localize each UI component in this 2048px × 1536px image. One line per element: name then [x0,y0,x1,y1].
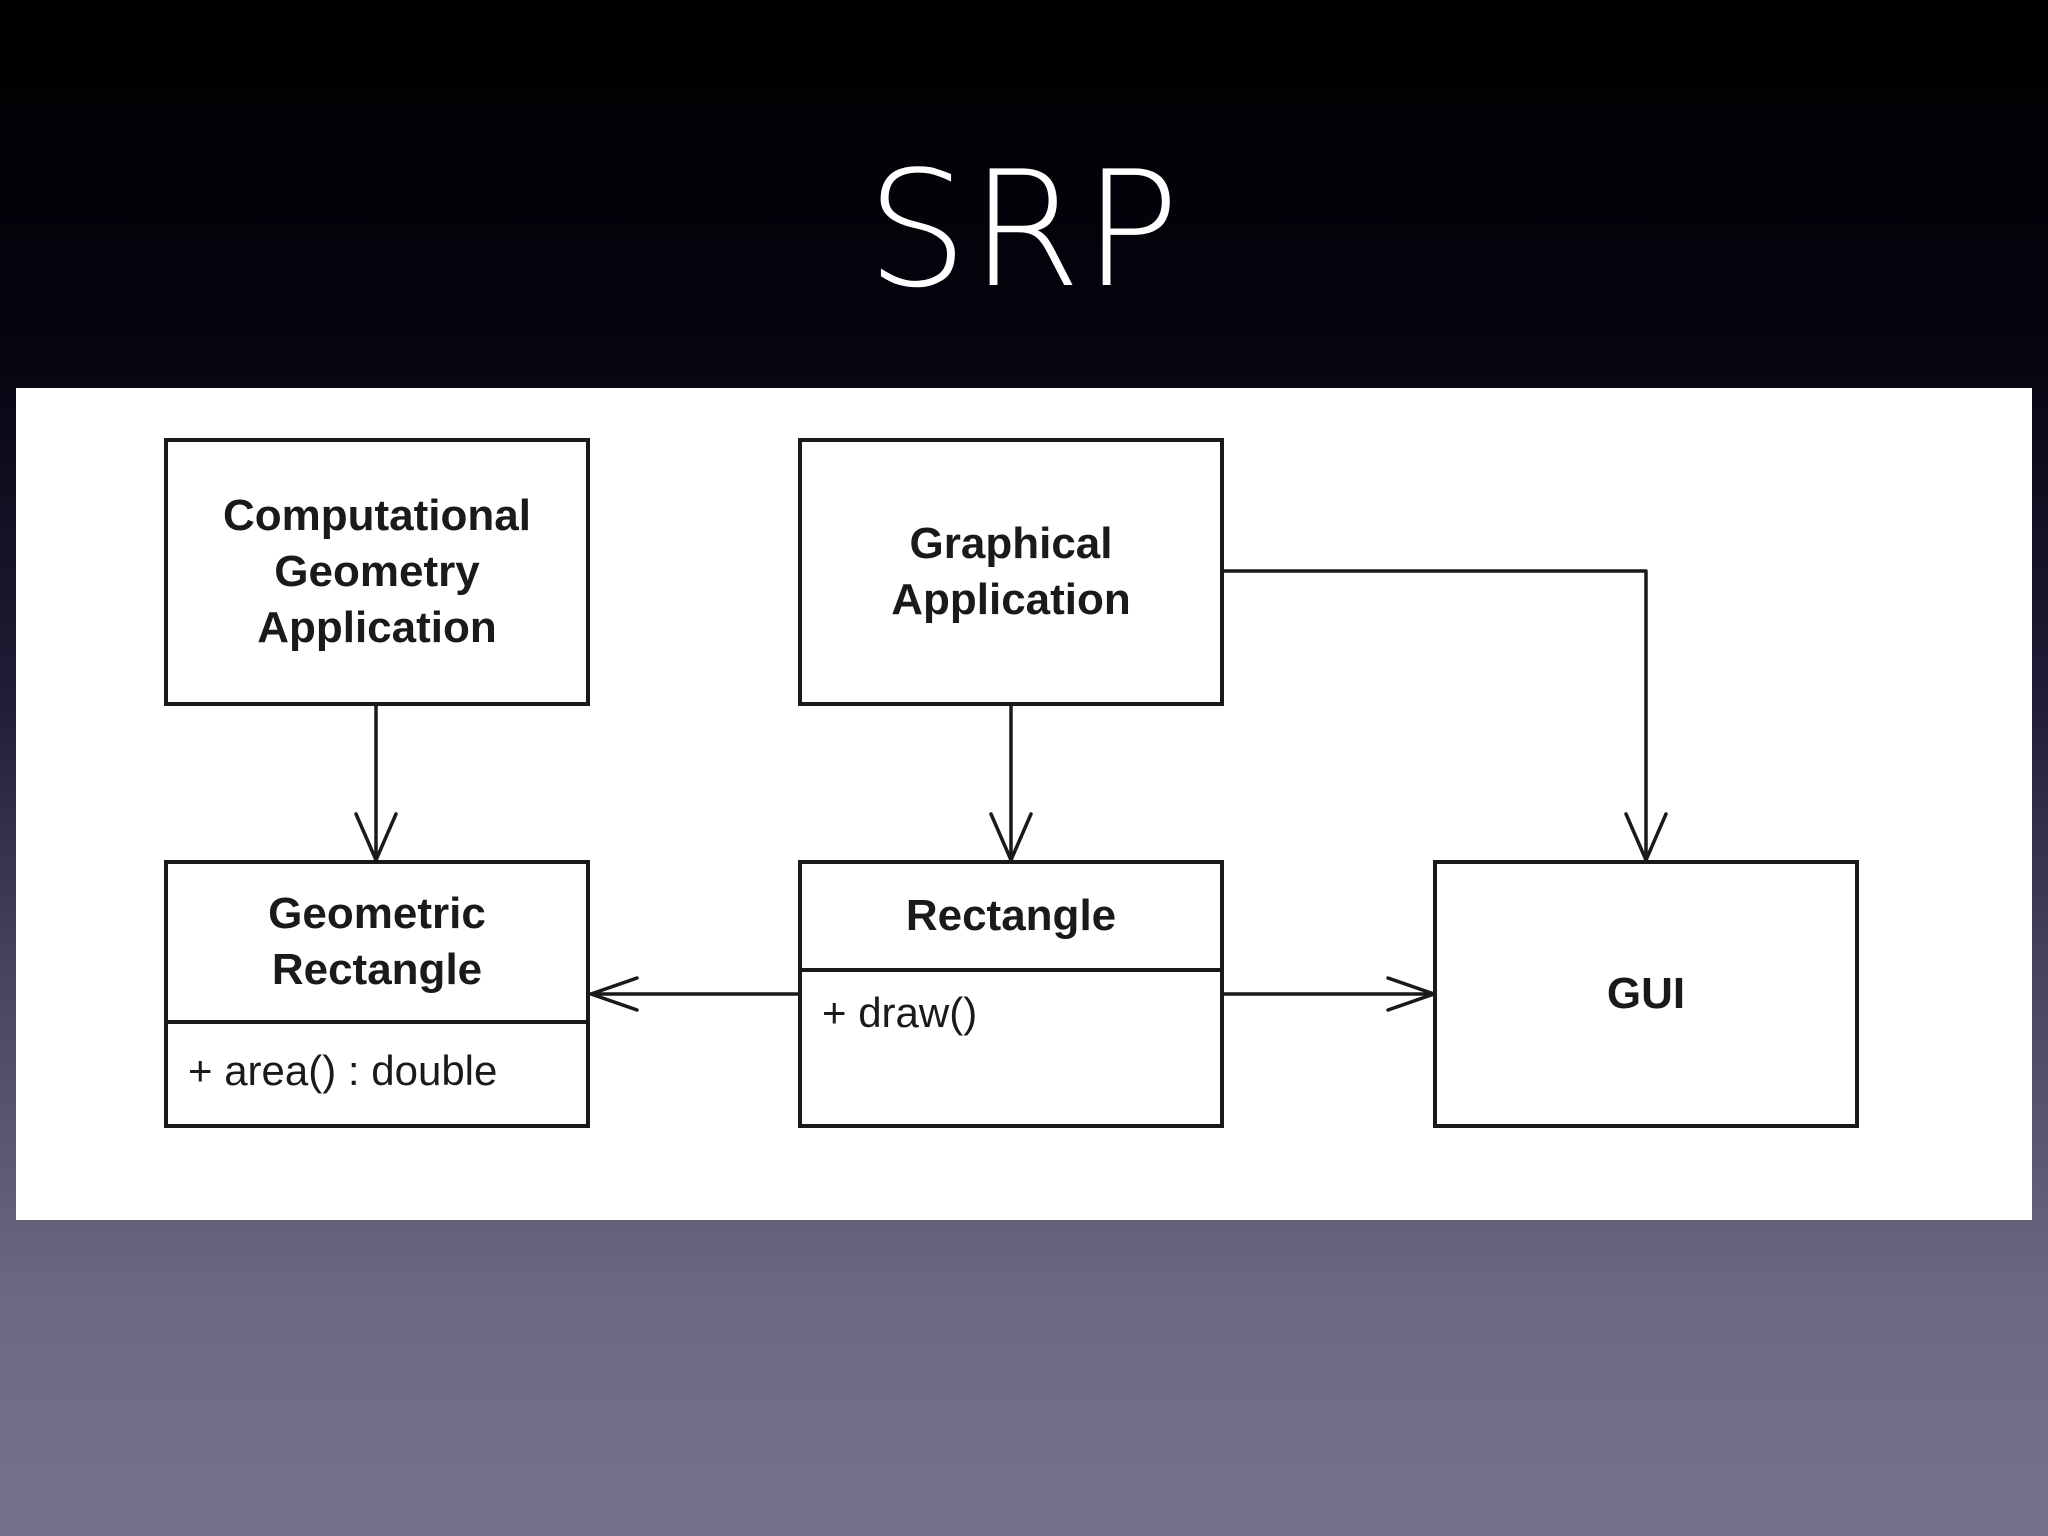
class-graphical-application: Graphical Application [798,438,1224,706]
class-rectangle: Rectangle + draw() [798,860,1224,1128]
class-name: Graphical Application [891,519,1131,624]
arrow-graphical-to-gui [1220,569,1668,862]
class-name: Rectangle [905,891,1117,940]
uml-diagram-panel: Computational Geometry Application Graph… [16,388,2032,1220]
class-name: Computational Geometry Application [223,491,531,652]
arrow-computational-to-geometric-rectangle [354,704,398,862]
class-name: GUI [1606,969,1686,1018]
slide-title: SRP [866,136,1182,323]
class-operation: + draw() [802,968,1220,1124]
class-computational-geometry-application: Computational Geometry Application [164,438,590,706]
arrow-rectangle-to-gui [1220,976,1436,1012]
class-geometric-rectangle: Geometric Rectangle + area() : double [164,860,590,1128]
class-gui: GUI [1433,860,1859,1128]
arrow-graphical-to-rectangle [989,704,1033,862]
arrow-rectangle-to-geometric-rectangle [589,976,801,1012]
class-operation: + area() : double [168,1020,586,1124]
class-name: Geometric Rectangle [268,889,486,994]
